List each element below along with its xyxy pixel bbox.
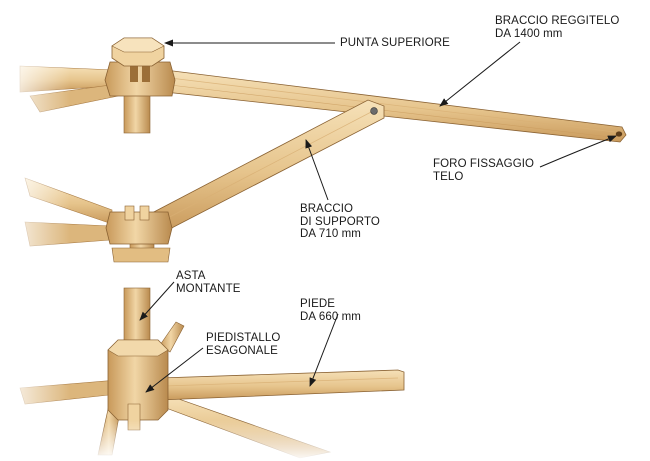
- leader-fabric-hole: [539, 135, 617, 168]
- leader-support-arm: [305, 139, 329, 201]
- middle-hub-block: [105, 211, 173, 245]
- label-top-cap: PUNTA SUPERIORE: [340, 37, 450, 49]
- support-arm-pivot: [370, 107, 378, 115]
- leader-foot: [309, 313, 339, 387]
- label-fabric-hole: FORO FISSAGGIO TELO: [433, 158, 535, 183]
- leader-lines: [139, 39, 617, 393]
- leader-pole: [139, 281, 175, 321]
- leader-pedestal: [145, 347, 204, 393]
- fabric-hole: [615, 131, 623, 137]
- label-support-arm: BRACCIO DI SUPPORTO DA 710 mm: [300, 203, 380, 240]
- label-pole: ASTA MONTANTE: [176, 270, 241, 295]
- label-canopy-arm: BRACCIO REGGITELO DA 1400 mm: [495, 15, 620, 40]
- label-foot: PIEDE DA 660 mm: [300, 298, 361, 323]
- label-pedestal: PIEDISTALLO ESAGONALE: [206, 332, 281, 357]
- leader-canopy-arm: [439, 41, 521, 107]
- canopy-arm: [164, 69, 627, 143]
- top-hub-block: [104, 61, 176, 97]
